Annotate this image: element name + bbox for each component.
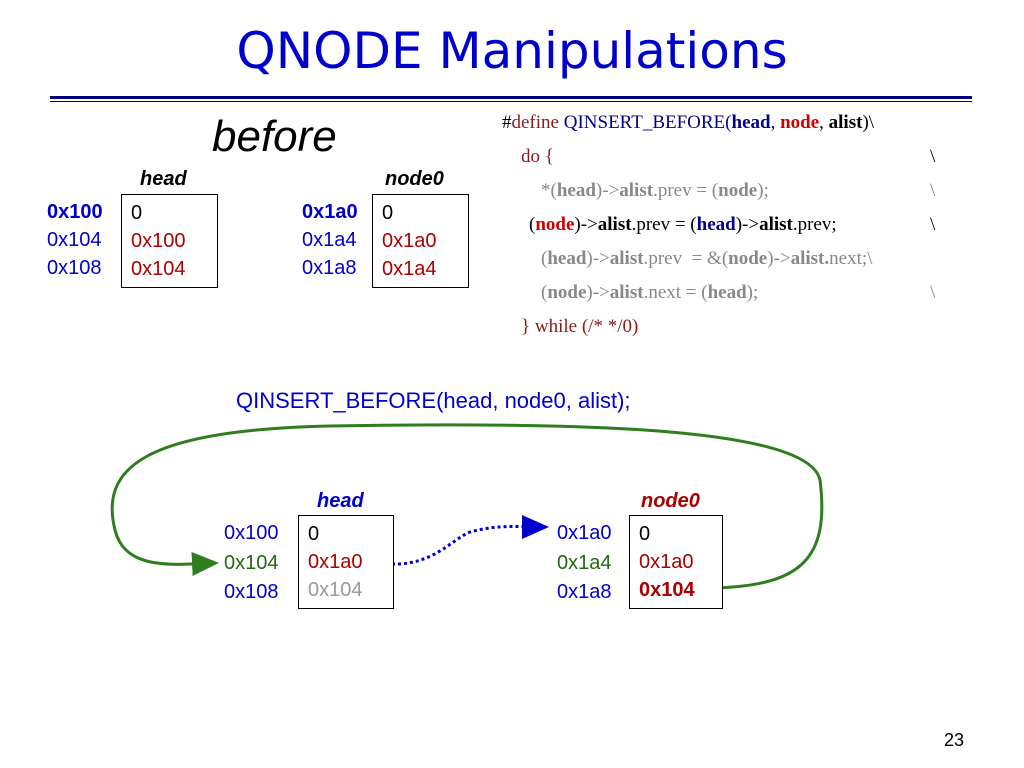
bottom-head-val-0: 0 bbox=[308, 523, 320, 545]
bottom-node0-addr-1: 0x1a4 bbox=[557, 552, 612, 574]
top-node0-val-1: 0x1a0 bbox=[382, 230, 437, 252]
top-head-label: head bbox=[140, 168, 187, 190]
top-head-val-2: 0x104 bbox=[131, 258, 186, 280]
top-head-addr-2: 0x108 bbox=[47, 257, 102, 279]
code-token: .prev; bbox=[792, 214, 837, 235]
code-token: next;\ bbox=[829, 248, 873, 269]
code-token: )-> bbox=[767, 248, 791, 269]
code-param-alist: alist bbox=[828, 112, 863, 133]
code-token: node bbox=[718, 180, 758, 201]
code-token: )-> bbox=[586, 282, 610, 303]
code-line-end: )\ bbox=[862, 112, 875, 133]
code-line-7: } while (/* */0) bbox=[521, 316, 639, 337]
code-token: alist bbox=[609, 282, 644, 303]
code-line-1: #define QINSERT_BEFORE(head, node, alist… bbox=[502, 112, 874, 134]
code-token: .next = ( bbox=[643, 282, 708, 303]
bottom-node0-label: node0 bbox=[641, 490, 700, 512]
code-token: )-> bbox=[586, 248, 610, 269]
code-token: ); bbox=[757, 180, 769, 201]
top-node0-label: node0 bbox=[385, 168, 444, 190]
code-token: ( bbox=[541, 248, 548, 269]
code-token: head bbox=[696, 214, 736, 235]
code-param-node: node bbox=[780, 112, 820, 133]
code-token: alist bbox=[597, 214, 632, 235]
code-token: alist. bbox=[790, 248, 830, 269]
bottom-head-addr-1: 0x104 bbox=[224, 552, 279, 574]
code-token: alist bbox=[609, 248, 644, 269]
code-token: head bbox=[556, 180, 596, 201]
bottom-node0-val-1: 0x1a0 bbox=[639, 551, 694, 573]
green-prev-arrow bbox=[110, 423, 824, 590]
code-line-4: (node)->alist.prev = (head)->alist.prev; bbox=[529, 214, 837, 236]
code-line-6: (node)->alist.next = (head); bbox=[541, 282, 758, 304]
bottom-node0-addr-2: 0x1a8 bbox=[557, 581, 612, 603]
top-head-val-1: 0x100 bbox=[131, 230, 186, 252]
code-line-4-backslash: \ bbox=[930, 214, 936, 235]
code-line-2: do { bbox=[521, 146, 554, 167]
title-rule-thick bbox=[50, 96, 972, 99]
code-line-3: *(head)->alist.prev = (node); bbox=[541, 180, 769, 202]
code-line-2-backslash: \ bbox=[930, 146, 936, 167]
code-token: )-> bbox=[574, 214, 598, 235]
code-token: ( bbox=[529, 214, 536, 235]
code-define-keyword: define bbox=[511, 112, 559, 133]
bottom-head-addr-0: 0x100 bbox=[224, 522, 279, 544]
code-token: alist bbox=[619, 180, 654, 201]
code-token: .prev = ( bbox=[631, 214, 697, 235]
code-line-3-backslash: \ bbox=[930, 180, 936, 201]
page-number: 23 bbox=[944, 730, 965, 750]
bottom-head-box: 0 0x1a0 0x104 bbox=[298, 515, 394, 609]
code-comma: , bbox=[819, 112, 829, 133]
code-token: *( bbox=[541, 180, 557, 201]
code-comma: , bbox=[770, 112, 781, 133]
top-node0-val-2: 0x1a4 bbox=[382, 258, 437, 280]
code-token: alist bbox=[759, 214, 793, 235]
code-token: head bbox=[547, 248, 587, 269]
before-label: before bbox=[212, 112, 337, 161]
bottom-head-val-2: 0x104 bbox=[308, 579, 363, 601]
bottom-head-label: head bbox=[317, 490, 364, 512]
top-head-addr-1: 0x104 bbox=[47, 229, 102, 251]
bottom-head-addr-2: 0x108 bbox=[224, 581, 279, 603]
slide-title: QNODE Manipulations bbox=[236, 22, 788, 80]
macro-call-text: QINSERT_BEFORE(head, node0, alist); bbox=[236, 388, 631, 413]
top-head-addr-0: 0x100 bbox=[47, 201, 103, 223]
top-node0-addr-1: 0x1a4 bbox=[302, 229, 357, 251]
top-node0-addr-2: 0x1a8 bbox=[302, 257, 357, 279]
top-head-val-0: 0 bbox=[131, 202, 143, 224]
code-token: node bbox=[728, 248, 768, 269]
code-line-5: (head)->alist.prev = &(node)->alist.next… bbox=[541, 248, 872, 270]
top-node0-val-0: 0 bbox=[382, 202, 394, 224]
top-head-box: 0 0x100 0x104 bbox=[121, 194, 218, 288]
code-token: head bbox=[707, 282, 747, 303]
code-token: ); bbox=[746, 282, 759, 303]
bottom-node0-box: 0 0x1a0 0x104 bbox=[629, 515, 723, 609]
code-macro-name: QINSERT_BEFORE( bbox=[563, 112, 732, 133]
code-token: node bbox=[547, 282, 587, 303]
top-node0-addr-0: 0x1a0 bbox=[302, 201, 358, 223]
code-token: ( bbox=[541, 282, 548, 303]
blue-next-arrow bbox=[379, 514, 549, 566]
code-token: .prev = &( bbox=[643, 248, 729, 269]
code-token: )-> bbox=[595, 180, 620, 201]
code-token: .prev = ( bbox=[653, 180, 719, 201]
bottom-node0-addr-0: 0x1a0 bbox=[557, 522, 612, 544]
top-node0-box: 0 0x1a0 0x1a4 bbox=[372, 194, 469, 288]
bottom-node0-val-0: 0 bbox=[639, 523, 651, 545]
title-rule-thin bbox=[50, 101, 972, 102]
code-token: node bbox=[535, 214, 575, 235]
bottom-node0-val-2: 0x104 bbox=[639, 579, 695, 601]
code-line-6-backslash: \ bbox=[930, 282, 936, 303]
code-hash: # bbox=[502, 112, 512, 133]
bottom-head-val-1: 0x1a0 bbox=[308, 551, 363, 573]
code-param-head: head bbox=[731, 112, 771, 133]
code-token: )-> bbox=[735, 214, 760, 235]
